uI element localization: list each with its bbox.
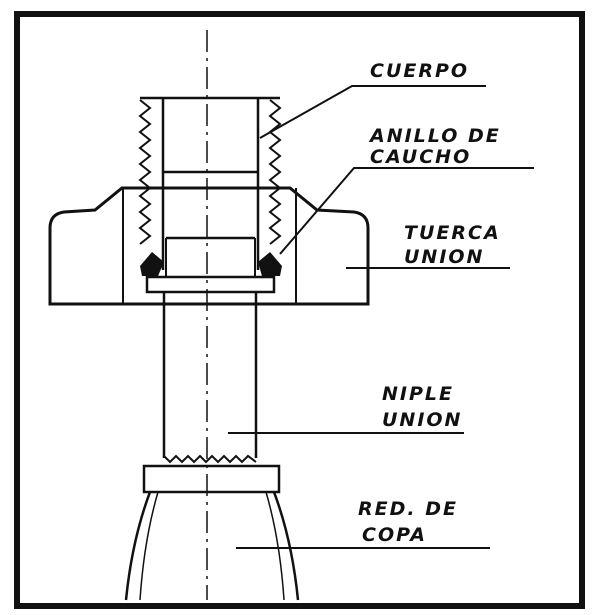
reducer-bowl-left [124,491,152,601]
rubber-ring-left [140,252,164,276]
label-niple-line1: NIPLE [382,383,454,405]
union-nut-shape [48,186,370,306]
label-tuerca-line2: UNION [404,246,485,268]
label-red-line1: RED. DE [358,498,458,520]
label-anillo-line2: CAUCHO [370,146,472,168]
nipple-flange [145,275,276,294]
label-red-line2: COPA [362,524,427,546]
body-thread-left [138,99,152,245]
label-tuerca-line1: TUERCA [404,222,501,244]
nipple-thread-bottom [163,454,257,464]
label-niple-line2: UNION [382,409,463,431]
reducer-collar [142,464,281,494]
body-thread-right [268,99,282,245]
leader-anillo [279,167,534,255]
reducer-inner-right [265,491,285,601]
reducer-bowl-right [272,491,300,601]
leader-cuerpo [259,85,486,139]
label-cuerpo: CUERPO [370,60,470,82]
reducer-inner-left [139,491,159,601]
drawing-frame [14,11,585,609]
label-anillo-line1: ANILLO DE [370,125,501,147]
rubber-ring-right [258,252,282,276]
